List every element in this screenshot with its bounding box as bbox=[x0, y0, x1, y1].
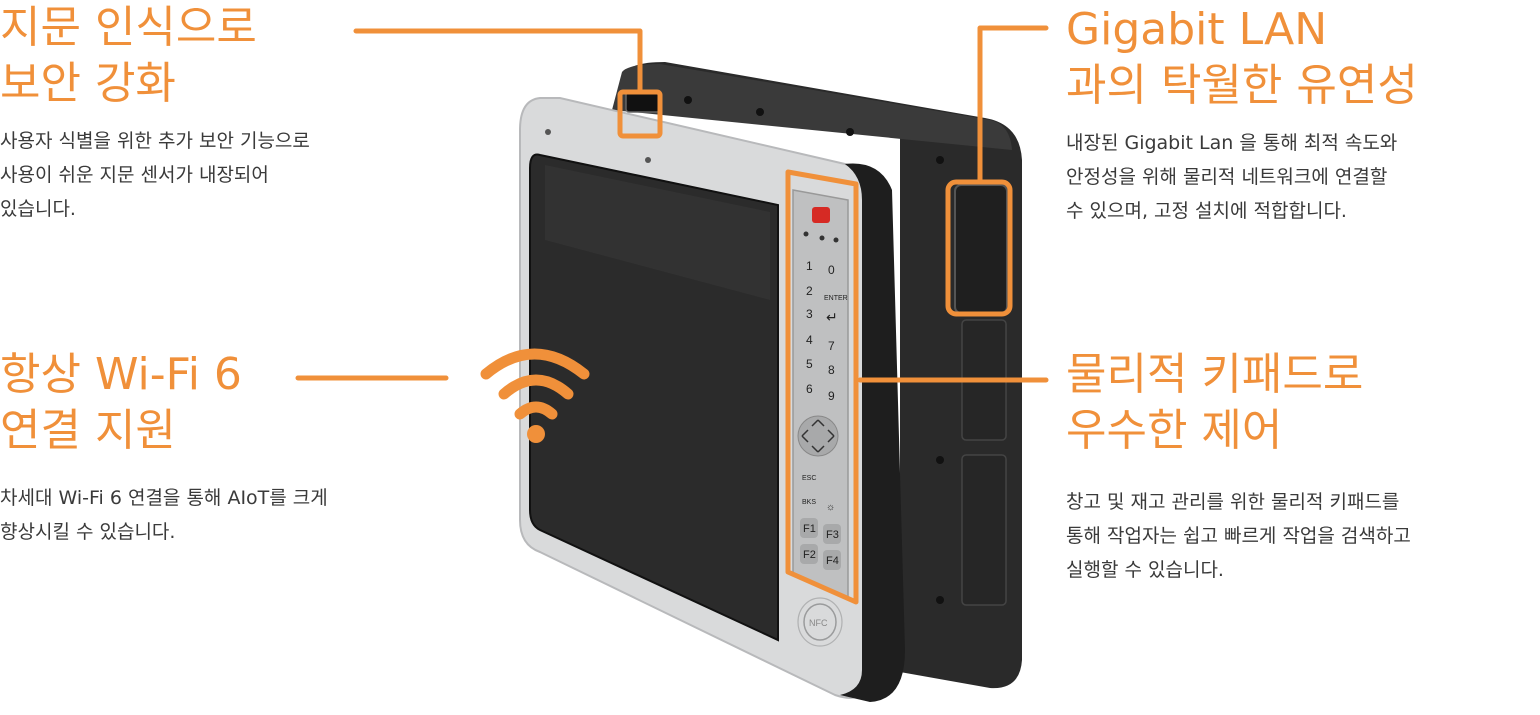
key-enter-label: ENTER bbox=[824, 295, 848, 302]
feature-description: 내장된 Gigabit Lan 을 통해 최적 속도와 안정성을 위해 물리적 … bbox=[1066, 126, 1418, 228]
desc-line: 사용자 식별을 위한 추가 보안 기능으로 bbox=[0, 130, 310, 152]
key-2[interactable]: 2 bbox=[806, 284, 813, 298]
title-line: Gigabit LAN bbox=[1066, 4, 1328, 55]
feature-description: 창고 및 재고 관리를 위한 물리적 키패드를 통해 작업자는 쉽고 빠르게 작… bbox=[1066, 485, 1411, 587]
key-esc-label[interactable]: ESC bbox=[802, 475, 816, 482]
feature-title: 항상 Wi-Fi 6 연결 지원 bbox=[0, 347, 328, 459]
rear-screw bbox=[936, 156, 944, 164]
key-f2[interactable] bbox=[800, 544, 818, 564]
key-f4[interactable] bbox=[823, 550, 841, 570]
desc-line: 수 있으며, 고정 설치에 적합합니다. bbox=[1066, 200, 1347, 222]
key-f3-label: F3 bbox=[826, 529, 839, 541]
feature-keypad: 물리적 키패드로 우수한 제어 창고 및 재고 관리를 위한 물리적 키패드를 … bbox=[1066, 347, 1411, 587]
key-f1-label: F1 bbox=[803, 523, 816, 535]
tablet-rear-top bbox=[612, 64, 1012, 150]
nfc-icon: NFC bbox=[797, 597, 843, 647]
led-indicator bbox=[803, 231, 809, 237]
title-line: 항상 Wi-Fi 6 bbox=[0, 349, 242, 400]
rear-side-port-panel bbox=[954, 184, 1008, 314]
desc-line: 내장된 Gigabit Lan 을 통해 최적 속도와 bbox=[1066, 132, 1398, 154]
title-line: 지문 인식으로 bbox=[0, 2, 257, 53]
key-f4-label: F4 bbox=[826, 555, 839, 567]
front-camera bbox=[545, 129, 551, 135]
feature-fingerprint: 지문 인식으로 보안 강화 사용자 식별을 위한 추가 보안 기능으로 사용이 … bbox=[0, 0, 310, 226]
key-bks-label[interactable]: BKS bbox=[802, 499, 816, 506]
rear-screw bbox=[936, 596, 944, 604]
desc-line: 창고 및 재고 관리를 위한 물리적 키패드를 bbox=[1066, 491, 1400, 513]
nfc-label: NFC bbox=[809, 618, 828, 628]
key-1[interactable]: 1 bbox=[806, 259, 813, 273]
feature-description: 사용자 식별을 위한 추가 보안 기능으로 사용이 쉬운 지문 센서가 내장되어… bbox=[0, 124, 310, 226]
desc-line: 안정성을 위해 물리적 네트워크에 연결할 bbox=[1066, 166, 1388, 188]
desc-line: 차세대 Wi-Fi 6 연결을 통해 AIoT를 크게 bbox=[0, 487, 328, 509]
key-9[interactable]: 9 bbox=[828, 389, 835, 403]
rear-screw bbox=[846, 128, 854, 136]
tablet-front-bumper bbox=[840, 163, 905, 702]
key-7[interactable]: 7 bbox=[828, 339, 835, 353]
feature-description: 차세대 Wi-Fi 6 연결을 통해 AIoT를 크게 향상시킬 수 있습니다. bbox=[0, 481, 328, 549]
desc-line: 통해 작업자는 쉽고 빠르게 작업을 검색하고 bbox=[1066, 525, 1411, 547]
key-6[interactable]: 6 bbox=[806, 382, 813, 396]
fingerprint-callout-line bbox=[353, 28, 643, 95]
fingerprint-sensor bbox=[625, 91, 661, 113]
power-icon[interactable] bbox=[812, 207, 830, 223]
key-f2-label: F2 bbox=[803, 549, 816, 561]
desc-line: 사용이 쉬운 지문 센서가 내장되어 bbox=[0, 164, 269, 186]
keypad-keys: 1 0 2 ENTER 3 ↵ 4 7 5 8 6 9 ESC BKS ☼ bbox=[802, 259, 848, 513]
tablet-rear-body bbox=[630, 62, 1022, 689]
rear-screw bbox=[684, 96, 692, 104]
feature-title: Gigabit LAN 과의 탁월한 유연성 bbox=[1066, 2, 1418, 114]
title-line: 과의 탁월한 유연성 bbox=[1066, 60, 1418, 111]
title-line: 연결 지원 bbox=[0, 405, 176, 456]
led-indicator bbox=[819, 235, 825, 241]
desc-line: 있습니다. bbox=[0, 198, 76, 220]
desc-line: 실행할 수 있습니다. bbox=[1066, 559, 1224, 581]
key-0[interactable]: 0 bbox=[828, 263, 835, 277]
screen-reflection bbox=[545, 165, 770, 300]
title-line: 보안 강화 bbox=[0, 58, 176, 109]
title-line: 우수한 제어 bbox=[1066, 405, 1283, 456]
wifi-icon-dot bbox=[527, 425, 545, 443]
wifi-icon bbox=[480, 348, 590, 420]
feature-wifi: 항상 Wi-Fi 6 연결 지원 차세대 Wi-Fi 6 연결을 통해 AIoT… bbox=[0, 347, 328, 549]
rear-screw bbox=[936, 456, 944, 464]
enter-arrow-icon[interactable]: ↵ bbox=[826, 309, 838, 325]
brightness-icon[interactable]: ☼ bbox=[826, 502, 835, 513]
lan-callout-line bbox=[977, 25, 1049, 185]
title-line: 물리적 키패드로 bbox=[1066, 349, 1364, 400]
front-camera bbox=[645, 157, 651, 163]
rear-screw bbox=[756, 108, 764, 116]
key-8[interactable]: 8 bbox=[828, 363, 835, 377]
led-indicator bbox=[833, 237, 839, 243]
key-f3[interactable] bbox=[823, 524, 841, 544]
key-4[interactable]: 4 bbox=[806, 333, 813, 347]
feature-title: 물리적 키패드로 우수한 제어 bbox=[1066, 347, 1411, 459]
key-f1[interactable] bbox=[800, 518, 818, 538]
lan-callout-box bbox=[945, 179, 1013, 317]
key-5[interactable]: 5 bbox=[806, 357, 813, 371]
rear-side-slot-2 bbox=[961, 454, 1007, 606]
desc-line: 향상시킬 수 있습니다. bbox=[0, 521, 176, 543]
feature-title: 지문 인식으로 보안 강화 bbox=[0, 0, 310, 112]
key-3[interactable]: 3 bbox=[806, 307, 813, 321]
fingerprint-callout-box bbox=[617, 89, 663, 139]
dpad-icon[interactable] bbox=[797, 415, 839, 457]
keypad-callout-box bbox=[785, 169, 859, 605]
feature-lan: Gigabit LAN 과의 탁월한 유연성 내장된 Gigabit Lan 을… bbox=[1066, 2, 1418, 228]
